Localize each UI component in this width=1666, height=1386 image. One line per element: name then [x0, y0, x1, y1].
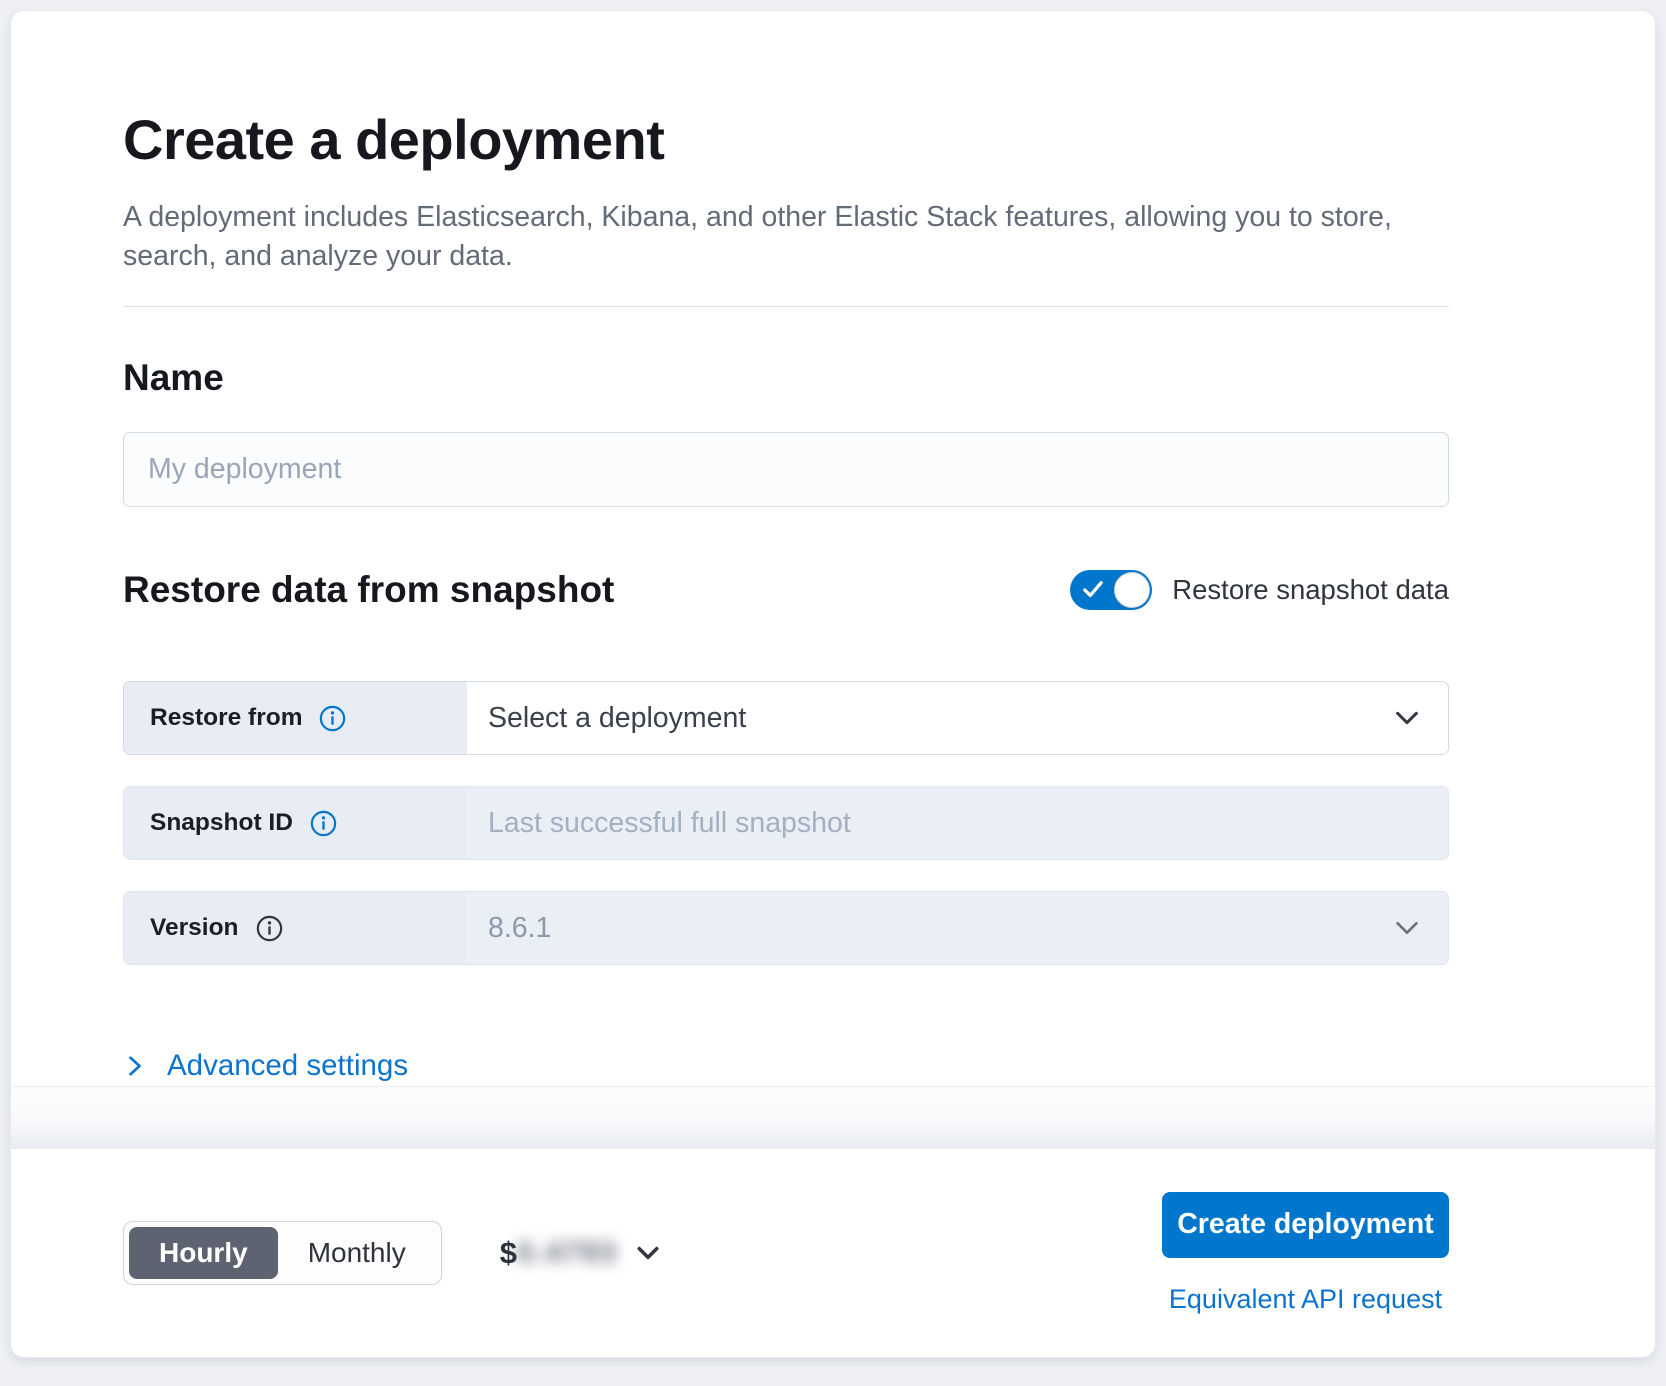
snapshot-id-row: Snapshot ID Last successful full snapsho… [123, 786, 1449, 860]
version-row: Version 8.6.1 [123, 891, 1449, 965]
snapshot-id-placeholder: Last successful full snapshot [488, 806, 851, 839]
create-deployment-panel: Create a deployment A deployment include… [10, 10, 1656, 1358]
billing-period-toggle: Hourly Monthly [123, 1221, 442, 1285]
create-deployment-button[interactable]: Create deployment [1162, 1191, 1449, 1258]
chevron-down-icon [1396, 922, 1418, 934]
info-icon[interactable] [310, 810, 337, 837]
equivalent-api-request-link[interactable]: Equivalent API request [1168, 1283, 1443, 1314]
info-icon[interactable] [319, 705, 346, 732]
advanced-settings-label: Advanced settings [167, 1049, 409, 1082]
check-icon [1083, 581, 1104, 598]
snapshot-section-header: Restore data from snapshot Restore snaps… [123, 569, 1449, 611]
snapshot-id-input: Last successful full snapshot [467, 787, 1448, 859]
restore-snapshot-toggle[interactable] [1070, 570, 1153, 610]
price-currency: $ [499, 1235, 517, 1270]
billing-hourly-button[interactable]: Hourly [129, 1227, 278, 1279]
snapshot-section-heading: Restore data from snapshot [123, 569, 615, 610]
deployment-name-input[interactable] [123, 432, 1449, 507]
restore-from-selected-value: Select a deployment [488, 701, 747, 734]
chevron-right-icon [129, 1056, 141, 1076]
billing-monthly-button[interactable]: Monthly [278, 1227, 436, 1279]
price-dropdown[interactable]: $ 0.4793 [500, 1235, 662, 1271]
restore-from-label: Restore from [150, 704, 303, 731]
main-content: Create a deployment A deployment include… [11, 11, 1655, 1087]
version-selected-value: 8.6.1 [488, 911, 552, 944]
chevron-down-icon [1396, 711, 1418, 725]
snapshot-id-label: Snapshot ID [150, 809, 293, 836]
restore-from-select[interactable]: Select a deployment [467, 682, 1448, 754]
restore-snapshot-toggle-group: Restore snapshot data [1070, 570, 1449, 610]
bottom-bar: Hourly Monthly $ 0.4793 Create deploymen… [11, 1149, 1655, 1357]
advanced-settings-link[interactable]: Advanced settings [123, 1049, 408, 1083]
toggle-thumb [1114, 572, 1151, 608]
page-subtitle: A deployment includes Elasticsearch, Kib… [123, 201, 1392, 272]
version-label: Version [150, 914, 239, 941]
version-label-cell: Version [124, 892, 467, 964]
name-section-heading: Name [123, 357, 224, 398]
restore-from-row: Restore from Select a deployment [123, 681, 1449, 755]
snapshot-id-label-cell: Snapshot ID [124, 787, 467, 859]
toggle-label: Restore snapshot data [1172, 574, 1449, 605]
restore-from-label-cell: Restore from [124, 682, 467, 754]
footer-shadow-band [11, 1087, 1655, 1149]
info-icon[interactable] [256, 915, 283, 942]
page-title: Create a deployment [123, 108, 665, 171]
chevron-down-icon [637, 1246, 659, 1260]
price-amount-blurred: 0.4793 [516, 1236, 618, 1269]
header-divider [123, 306, 1449, 307]
footer-actions: Create deployment Equivalent API request [1162, 1191, 1449, 1315]
version-select: 8.6.1 [467, 892, 1448, 964]
